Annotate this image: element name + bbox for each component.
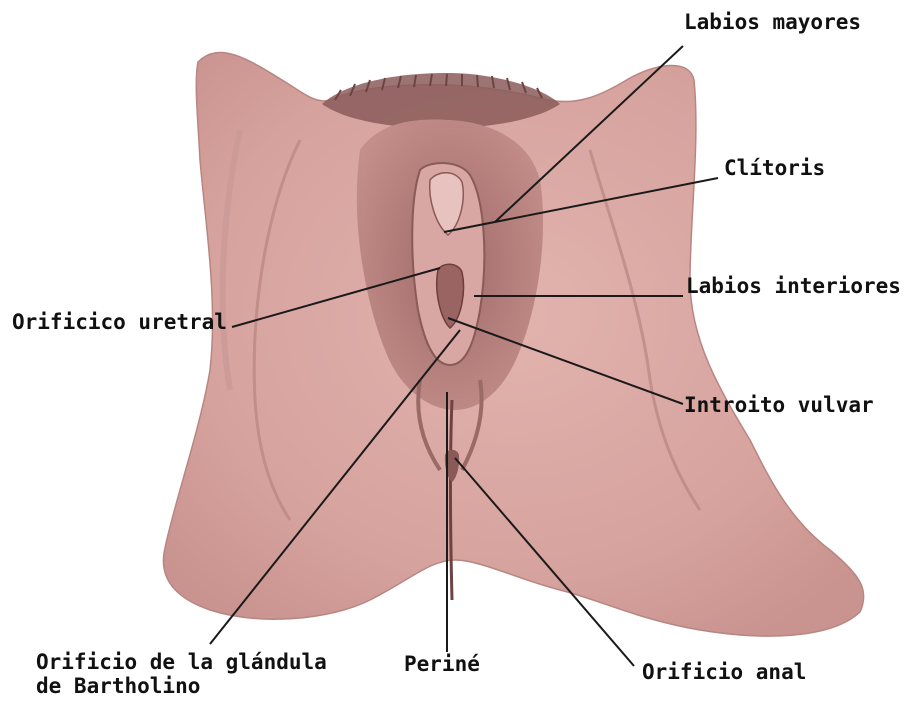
- label-bartholino-line1: Orificio de la glándula: [36, 650, 327, 674]
- label-introito-vulvar: Introito vulvar: [684, 393, 874, 417]
- label-bartholino-line2: de Bartholino: [36, 674, 327, 698]
- label-labios-interiores: Labios interiores: [686, 274, 901, 298]
- label-orificio-uretral: Orificico uretral: [12, 310, 227, 334]
- label-bartholino: Orificio de la glándula de Bartholino: [36, 650, 327, 698]
- gluteal-cleft: [451, 400, 453, 600]
- label-orificio-anal: Orificio anal: [642, 660, 806, 684]
- label-clitoris: Clítoris: [724, 156, 825, 180]
- label-labios-mayores: Labios mayores: [684, 10, 861, 34]
- label-perine: Periné: [404, 652, 480, 676]
